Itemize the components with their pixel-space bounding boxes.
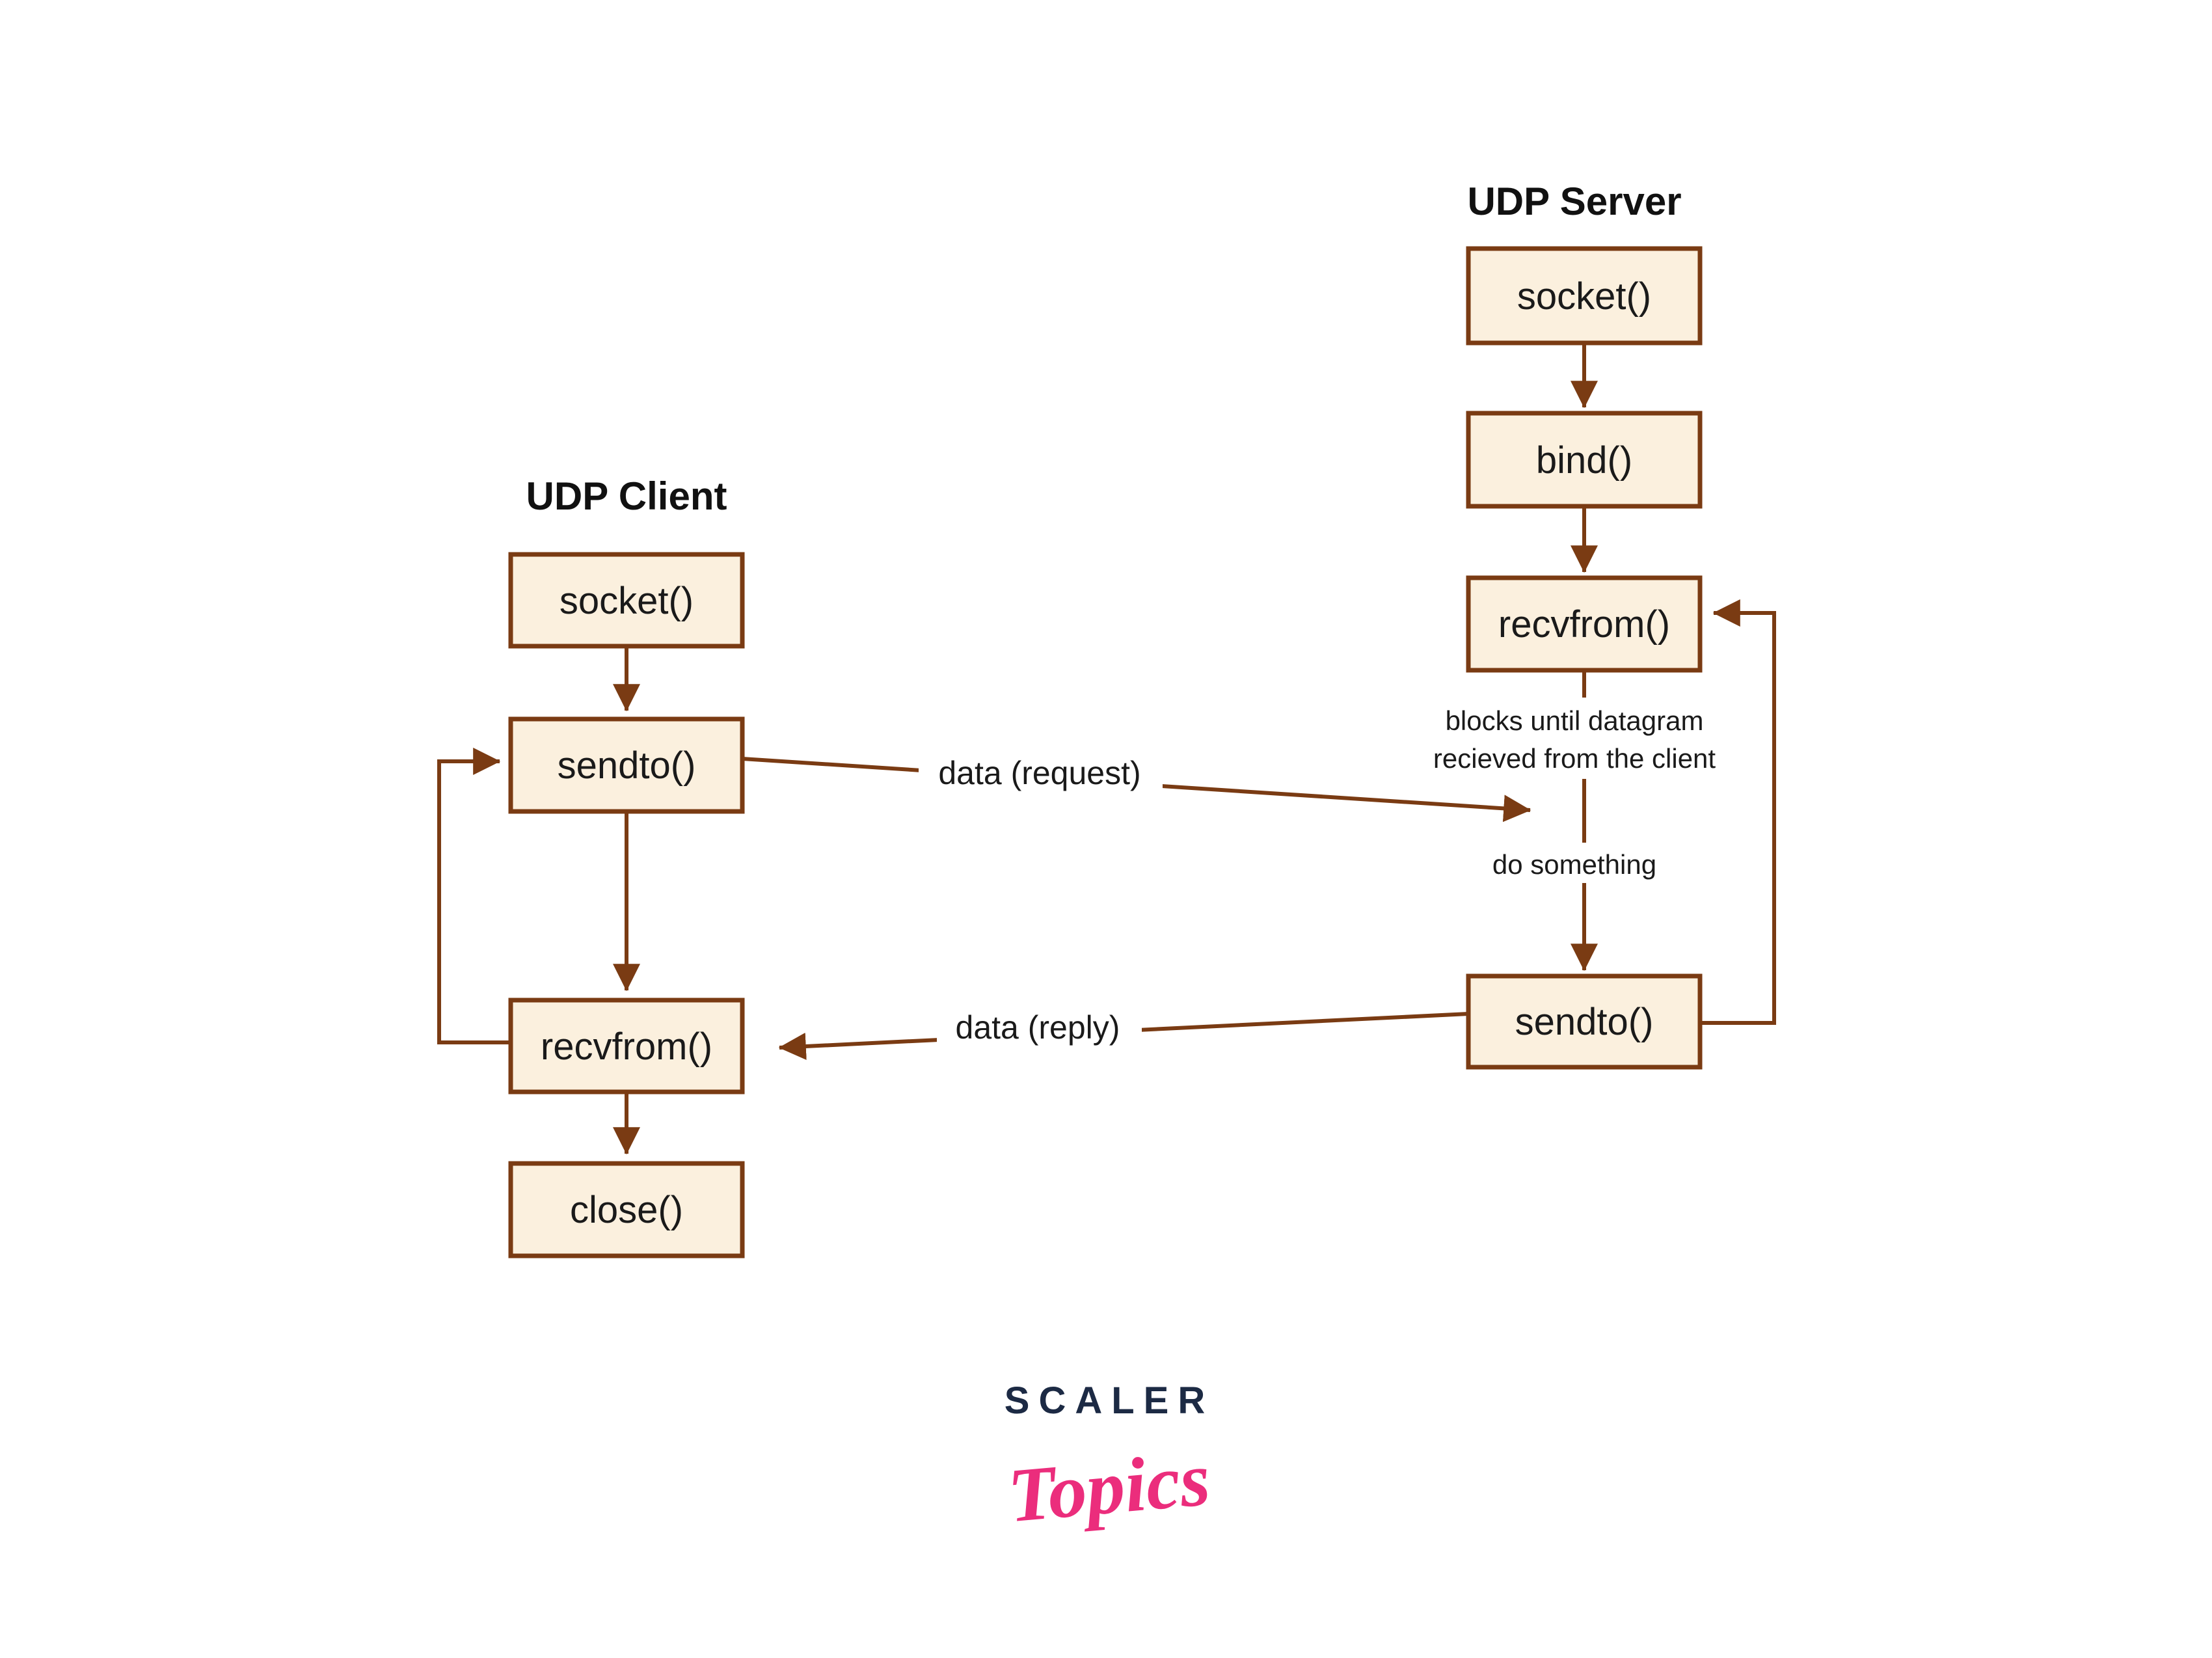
server-box-socket-label: socket() <box>1517 275 1651 318</box>
arrow-client-loop-recvfrom-to-sendto <box>437 748 511 1044</box>
label-masks <box>919 698 1734 1052</box>
logo-word-topics: Topics <box>1005 1436 1213 1539</box>
server-title: UDP Server <box>1467 180 1681 223</box>
client-column: UDP Client socket() sendto() recvfrom() … <box>437 474 745 1258</box>
client-box-recvfrom-label: recvfrom() <box>541 1026 712 1068</box>
data-reply-mask <box>937 998 1142 1052</box>
client-box-sendto: sendto() <box>508 716 745 814</box>
server-box-recvfrom: recvfrom() <box>1466 575 1703 673</box>
client-box-recvfrom: recvfrom() <box>508 998 745 1094</box>
arrow-server-loop-sendto-to-recvfrom <box>1701 599 1776 1025</box>
server-box-recvfrom-label: recvfrom() <box>1498 603 1670 646</box>
server-box-bind-label: bind() <box>1536 439 1632 482</box>
client-box-sendto-label: sendto() <box>558 744 696 787</box>
server-column: UDP Server socket() bind() recvfrom() se… <box>1466 180 1776 1070</box>
client-box-close-label: close() <box>570 1189 683 1231</box>
scaler-topics-logo: SCALER Topics <box>1005 1379 1214 1539</box>
client-box-socket: socket() <box>508 552 745 649</box>
data-request-mask <box>919 742 1163 800</box>
blocks-note-line2: recieved from the client <box>1433 743 1716 774</box>
data-reply-label: data (reply) <box>956 1009 1120 1046</box>
client-box-close: close() <box>508 1161 745 1258</box>
client-title: UDP Client <box>526 474 727 518</box>
do-something-note: do something <box>1492 849 1656 880</box>
blocks-note-mask <box>1422 698 1734 779</box>
blocks-note-line1: blocks until datagram <box>1446 705 1704 736</box>
server-box-sendto-label: sendto() <box>1515 1001 1654 1043</box>
annotations: blocks until datagram recieved from the … <box>938 705 1716 1046</box>
client-box-socket-label: socket() <box>560 580 694 622</box>
logo-word-scaler: SCALER <box>1005 1379 1214 1422</box>
do-something-mask <box>1477 843 1679 883</box>
server-box-socket: socket() <box>1466 246 1703 346</box>
server-box-bind: bind() <box>1466 411 1703 509</box>
data-request-label: data (request) <box>938 755 1140 791</box>
server-box-sendto: sendto() <box>1466 973 1703 1070</box>
